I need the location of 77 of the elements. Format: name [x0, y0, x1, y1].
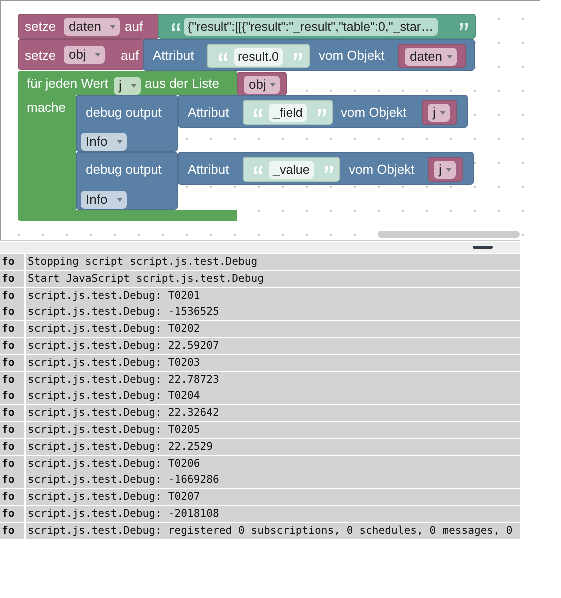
log-level-cell: fo: [0, 489, 24, 506]
log-message-cell: script.js.test.Debug: T0204: [26, 388, 520, 404]
log-message-cell: script.js.test.Debug: 22.59207: [26, 338, 520, 354]
attribute-block: [178, 152, 474, 185]
variable-dropdown: daten: [405, 48, 457, 66]
text-block: [243, 100, 333, 125]
block-label: vom Objekt: [349, 162, 415, 178]
text-field: result.0: [234, 48, 283, 66]
variable-dropdown: daten: [64, 18, 120, 36]
log-message-cell: script.js.test.Debug: T0206: [26, 456, 520, 472]
debug-output-block: [76, 95, 178, 152]
block-label: vom Objekt: [341, 105, 407, 121]
block-label: auf: [121, 48, 140, 64]
block-label: setze: [25, 19, 56, 35]
log-level-cell: fo: [0, 456, 24, 472]
log-level-cell: fo: [0, 472, 24, 488]
text-block: [243, 157, 340, 182]
log-level-cell: fo: [0, 338, 24, 354]
log-level-dropdown: Info: [81, 133, 127, 151]
log-message-cell: script.js.test.Debug: 22.78723: [26, 372, 520, 388]
block-label: auf: [125, 19, 144, 35]
attribute-block: [178, 95, 468, 128]
log-message-cell: script.js.test.Debug: -1669286: [26, 472, 520, 488]
log-message-cell: script.js.test.Debug: T0207: [26, 489, 520, 506]
variable-dropdown: obj: [244, 76, 280, 94]
set-variable-block: [18, 39, 145, 70]
log-message-cell: script.js.test.Debug: T0203: [26, 354, 520, 371]
variable-dropdown: j: [434, 161, 456, 179]
log-message-cell: Start JavaScript script.js.test.Debug: [26, 270, 520, 287]
block-label: Attribut: [188, 105, 230, 121]
log-level-dropdown: Info: [81, 191, 127, 209]
text-block: [207, 44, 310, 68]
log-level-cell: fo: [0, 354, 24, 371]
attribute-block: [143, 39, 475, 71]
log-level-cell: fo: [0, 270, 24, 287]
text-block: [158, 14, 476, 39]
log-message-cell: script.js.test.Debug: 22.32642: [26, 405, 520, 422]
variable-dropdown: j: [428, 104, 450, 122]
log-level-cell: fo: [0, 288, 24, 304]
log-level-cell: fo: [0, 438, 24, 455]
log-message-cell: script.js.test.Debug: -2018108: [26, 506, 520, 522]
log-level-cell: fo: [0, 506, 24, 522]
log-message-cell: script.js.test.Debug: registered 0 subscriptions, 0 schedules, 0 messages, 0: [26, 522, 520, 539]
log-level-cell: fo: [0, 321, 24, 338]
log-message-cell: script.js.test.Debug: T0202: [26, 321, 520, 338]
text-field: {"result":[[{"result":"_result","table":0,"_star…: [184, 18, 438, 36]
log-message-cell: script.js.test.Debug: -1536525: [26, 304, 520, 320]
variable-block: [428, 157, 463, 182]
variable-dropdown: obj: [64, 46, 105, 64]
log-level-cell: fo: [0, 372, 24, 388]
log-level-cell: fo: [0, 304, 24, 320]
debug-output-block: [76, 152, 178, 210]
text-field: _value: [269, 161, 314, 179]
log-message-cell: script.js.test.Debug: 22.2529: [26, 438, 520, 455]
block-label: für jeden Wert: [27, 76, 108, 92]
block-label: debug output: [86, 105, 162, 121]
variable-block: [422, 100, 457, 125]
log-level-cell: fo: [0, 405, 24, 422]
log-level-cell: fo: [0, 422, 24, 438]
log-message-cell: script.js.test.Debug: T0205: [26, 422, 520, 438]
block-label: Attribut: [153, 48, 194, 64]
variable-block: [398, 44, 466, 68]
block-label: aus der Liste: [145, 76, 220, 92]
log-level-cell: fo: [0, 254, 24, 270]
log-message-cell: script.js.test.Debug: T0201: [26, 288, 520, 304]
variable-dropdown: j: [114, 77, 141, 95]
text-field: _field: [269, 104, 307, 122]
log-level-cell: fo: [0, 388, 24, 404]
block-label: vom Objekt: [319, 48, 385, 64]
block-label: debug output: [86, 162, 162, 178]
block-label: mache: [27, 100, 66, 116]
set-variable-block: [18, 14, 160, 39]
log-message-cell: Stopping script script.js.test.Debug: [26, 254, 520, 270]
variable-block: [237, 72, 287, 96]
block-label: Attribut: [188, 162, 230, 178]
block-label: setze: [25, 48, 56, 64]
log-level-cell: fo: [0, 522, 24, 539]
